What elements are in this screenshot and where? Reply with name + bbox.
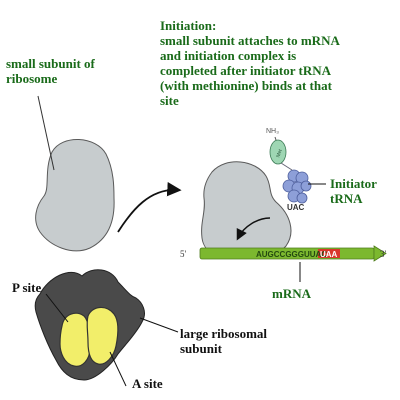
- methionine-blob: [269, 139, 287, 165]
- initiation-line6: site: [160, 93, 179, 108]
- stop-codon-box: [318, 249, 340, 258]
- initiation-description: Initiation: small subunit attaches to mR…: [160, 18, 340, 108]
- methionine-label: Met: [275, 148, 284, 158]
- small-subunit-pointer: [37, 95, 55, 171]
- binding-arrow: [236, 217, 271, 241]
- anticodon-label: UAC: [287, 203, 305, 212]
- three-prime-label: 3': [380, 249, 387, 259]
- stop-codon-text: UAA: [320, 250, 338, 259]
- large-subunit-label-line1: large ribosomal: [180, 326, 268, 341]
- trna-body-7: [296, 192, 308, 204]
- initiation-line3: and initiation complex is: [160, 48, 297, 63]
- initiator-trna-label-line1: Initiator: [330, 176, 377, 191]
- a-site-label: A site: [132, 376, 163, 391]
- mrna-sequence: AUGCCGGGUUAC: [256, 250, 327, 259]
- p-site-label: P site: [12, 280, 42, 295]
- small-subunit-label-line2: ribosome: [6, 71, 58, 86]
- trna-stem: [280, 162, 293, 171]
- small-subunit-shape-right: [201, 161, 292, 259]
- p-site-pointer: [45, 293, 69, 323]
- a-site-pointer: [109, 351, 127, 387]
- large-subunit-pointer: [139, 317, 179, 333]
- initiator-trna-label-line2: tRNA: [330, 191, 363, 206]
- initiator-trna: NH₃ Met UAC: [266, 128, 312, 212]
- initiation-line2: small subunit attaches to mRNA: [160, 33, 340, 48]
- five-prime-label: 5': [180, 249, 187, 259]
- small-subunit-shape-left: [35, 139, 115, 252]
- transition-arrow: [117, 182, 182, 233]
- initiation-line5: (with methionine) binds at that: [160, 78, 332, 93]
- trna-body-5: [300, 180, 312, 192]
- mrna-label: mRNA: [272, 286, 311, 301]
- small-subunit-label-line1: small subunit of: [6, 56, 95, 71]
- large-subunit-label: large ribosomal subunit: [180, 326, 267, 356]
- initiator-trna-label: Initiator tRNA: [330, 176, 377, 206]
- large-subunit-label-line2: subunit: [180, 341, 222, 356]
- p-site-shape: [59, 312, 91, 367]
- a-site-shape: [86, 306, 119, 365]
- small-subunit-label: small subunit of ribosome: [6, 56, 95, 86]
- mrna-arrowhead: [373, 245, 387, 262]
- initiation-line4: completed after initiator tRNA: [160, 63, 332, 78]
- initiation-title: Initiation:: [160, 18, 217, 33]
- amino-group-label: NH₃: [266, 128, 279, 135]
